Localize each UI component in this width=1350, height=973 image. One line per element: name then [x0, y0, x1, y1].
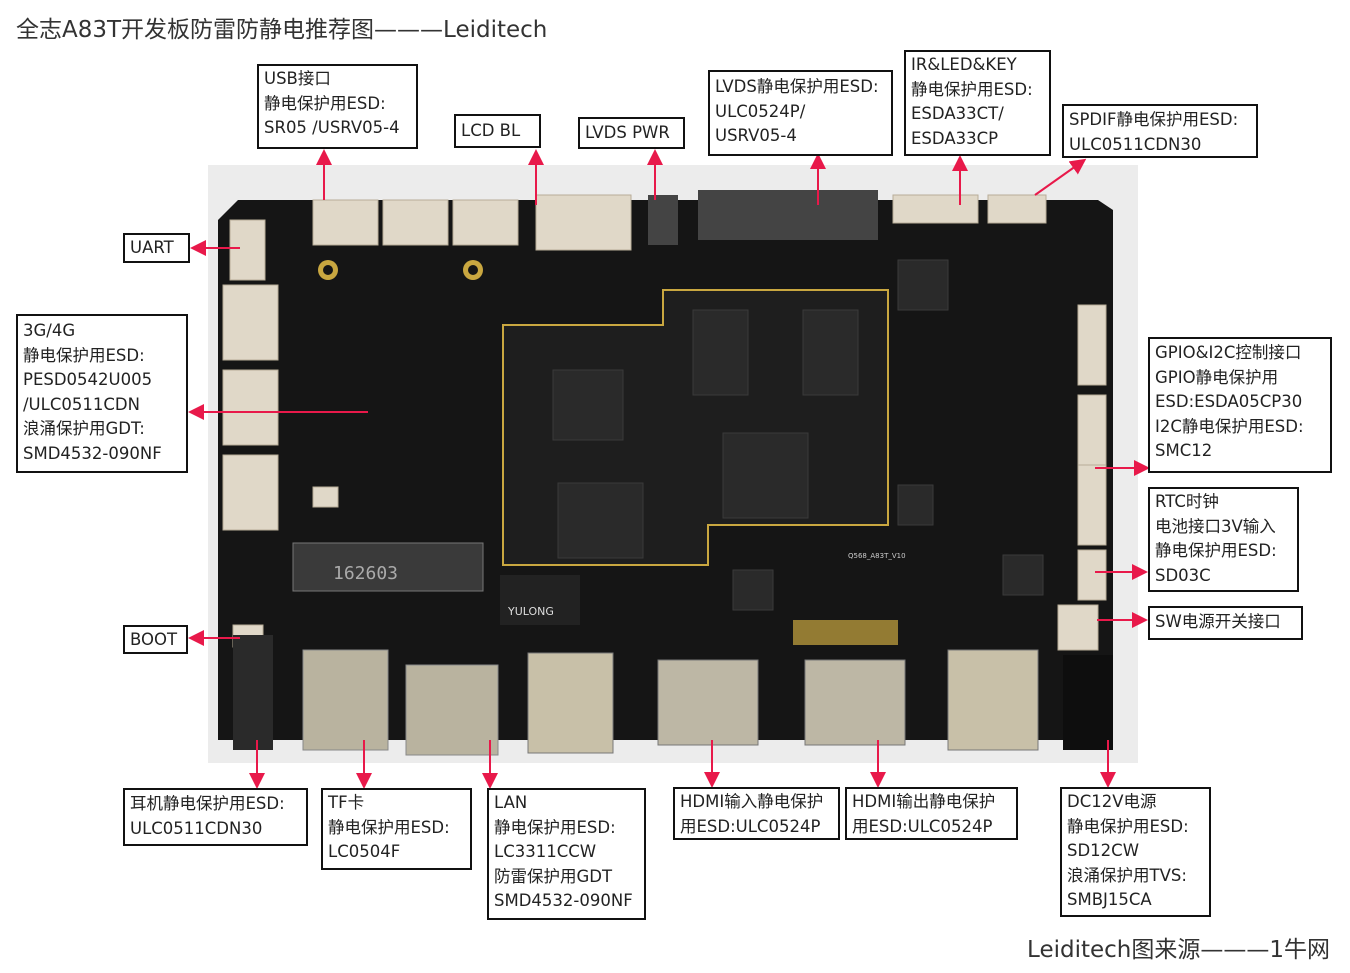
label-line: GPIO&I2C控制接口	[1155, 343, 1302, 362]
sim-slot-silkscreen: 162603	[333, 563, 398, 584]
label-line: 静电保护用ESD:	[1067, 816, 1189, 836]
label-line: UART	[130, 238, 174, 257]
label-line: ESD:ESDA05CP30	[1155, 392, 1303, 411]
label-line: 3G/4G	[23, 321, 76, 340]
label-lcd-bl: LCD BL	[454, 114, 541, 148]
label-line: ESDA33CP	[911, 128, 999, 148]
label-line: SMC12	[1155, 441, 1213, 460]
label-line: I2C静电保护用ESD:	[1155, 416, 1304, 436]
label-uart: UART	[123, 233, 190, 263]
label-line: USB接口	[264, 69, 331, 88]
label-line: 浪涌保护用TVS:	[1067, 865, 1187, 885]
label-lvds-esd: LVDS静电保护用ESD: ULC0524P/ USRV05-4	[708, 70, 893, 156]
label-line: BOOT	[130, 630, 178, 649]
label-line: SD03C	[1155, 565, 1211, 585]
label-line: ESDA33CT/	[911, 104, 1004, 123]
source-credit: Leiditech图来源———1牛网	[1027, 937, 1330, 963]
label-line: 防雷保护用GDT	[494, 866, 613, 886]
label-lan: LAN 静电保护用ESD: LC3311CCW 防雷保护用GDT SMD4532…	[487, 788, 646, 920]
label-line: LC0504F	[328, 842, 401, 861]
label-line: 静电保护用ESD:	[23, 345, 145, 365]
label-line: LVDS静电保护用ESD:	[715, 77, 879, 96]
label-line: IR&LED&KEY	[911, 55, 1017, 74]
label-hdmi-out: HDMI输出静电保护 用ESD:ULC0524P	[845, 787, 1018, 840]
label-line: SMD4532-090NF	[23, 443, 162, 463]
label-line: 静电保护用ESD:	[328, 817, 450, 837]
label-line: RTC时钟	[1155, 492, 1219, 511]
label-line: SMD4532-090NF	[494, 891, 633, 910]
label-line: 静电保护用ESD:	[494, 817, 616, 837]
label-usb: USB接口 静电保护用ESD: SR05 /USRV05-4	[257, 64, 418, 149]
label-line: 用ESD:ULC0524P	[680, 816, 821, 836]
label-hdmi-in: HDMI输入静电保护 用ESD:ULC0524P	[673, 787, 840, 840]
label-line: HDMI输入静电保护	[680, 792, 824, 811]
label-earphone: 耳机静电保护用ESD: ULC0511CDN30	[123, 788, 308, 846]
label-line: LCD BL	[461, 121, 521, 140]
label-line: LVDS PWR	[585, 123, 670, 142]
label-line: PESD0542U005	[23, 370, 153, 389]
label-line: 静电保护用ESD:	[264, 93, 386, 113]
board-id-silkscreen: Q568_A83T_V10	[848, 552, 906, 560]
label-dc12v: DC12V电源 静电保护用ESD: SD12CW 浪涌保护用TVS: SMBJ1…	[1060, 787, 1211, 917]
label-line: SMBJ15CA	[1067, 890, 1152, 909]
label-ir-led-key: IR&LED&KEY 静电保护用ESD: ESDA33CT/ ESDA33CP	[904, 50, 1051, 156]
chip-silkscreen: YULONG	[507, 605, 554, 618]
label-lvds-pwr: LVDS PWR	[578, 117, 685, 149]
label-tf-card: TF卡 静电保护用ESD: LC0504F	[321, 788, 472, 870]
label-line: SR05 /USRV05-4	[264, 118, 400, 137]
label-line: TF卡	[328, 793, 365, 812]
label-line: LC3311CCW	[494, 842, 597, 861]
pcb-board-photo: 162603 YULONG Q568_A83T_V10	[208, 165, 1138, 763]
label-line: 静电保护用ESD:	[1155, 541, 1277, 560]
label-line: HDMI输出静电保护	[852, 792, 996, 811]
label-line: SW电源开关接口	[1155, 612, 1281, 631]
label-line: SPDIF静电保护用ESD:	[1069, 110, 1239, 129]
label-spdif: SPDIF静电保护用ESD: ULC0511CDN30	[1062, 104, 1258, 158]
label-line: /ULC0511CDN	[23, 394, 140, 414]
label-line: GPIO静电保护用	[1155, 367, 1279, 387]
label-line: SD12CW	[1067, 841, 1140, 860]
label-sw-power: SW电源开关接口	[1148, 606, 1303, 640]
label-gpio-i2c: GPIO&I2C控制接口 GPIO静电保护用 ESD:ESDA05CP30 I2…	[1148, 337, 1332, 473]
label-line: 电池接口3V输入	[1155, 516, 1276, 536]
label-line: 浪涌保护用GDT:	[23, 419, 145, 438]
label-boot: BOOT	[123, 625, 188, 654]
label-line: 耳机静电保护用ESD:	[130, 794, 285, 813]
diagram-title: 全志A83T开发板防雷防静电推荐图———Leiditech	[16, 17, 548, 43]
label-line: DC12V电源	[1067, 792, 1157, 811]
label-line: LAN	[494, 793, 528, 812]
label-line: ULC0524P/	[715, 101, 806, 121]
label-line: USRV05-4	[715, 126, 797, 145]
label-line: ULC0511CDN30	[130, 818, 263, 838]
label-line: ULC0511CDN30	[1069, 134, 1202, 154]
label-line: 用ESD:ULC0524P	[852, 816, 993, 836]
label-line: 静电保护用ESD:	[911, 79, 1033, 99]
label-3g-4g: 3G/4G 静电保护用ESD: PESD0542U005 /ULC0511CDN…	[16, 314, 188, 473]
label-rtc: RTC时钟 电池接口3V输入 静电保护用ESD: SD03C	[1148, 487, 1299, 592]
